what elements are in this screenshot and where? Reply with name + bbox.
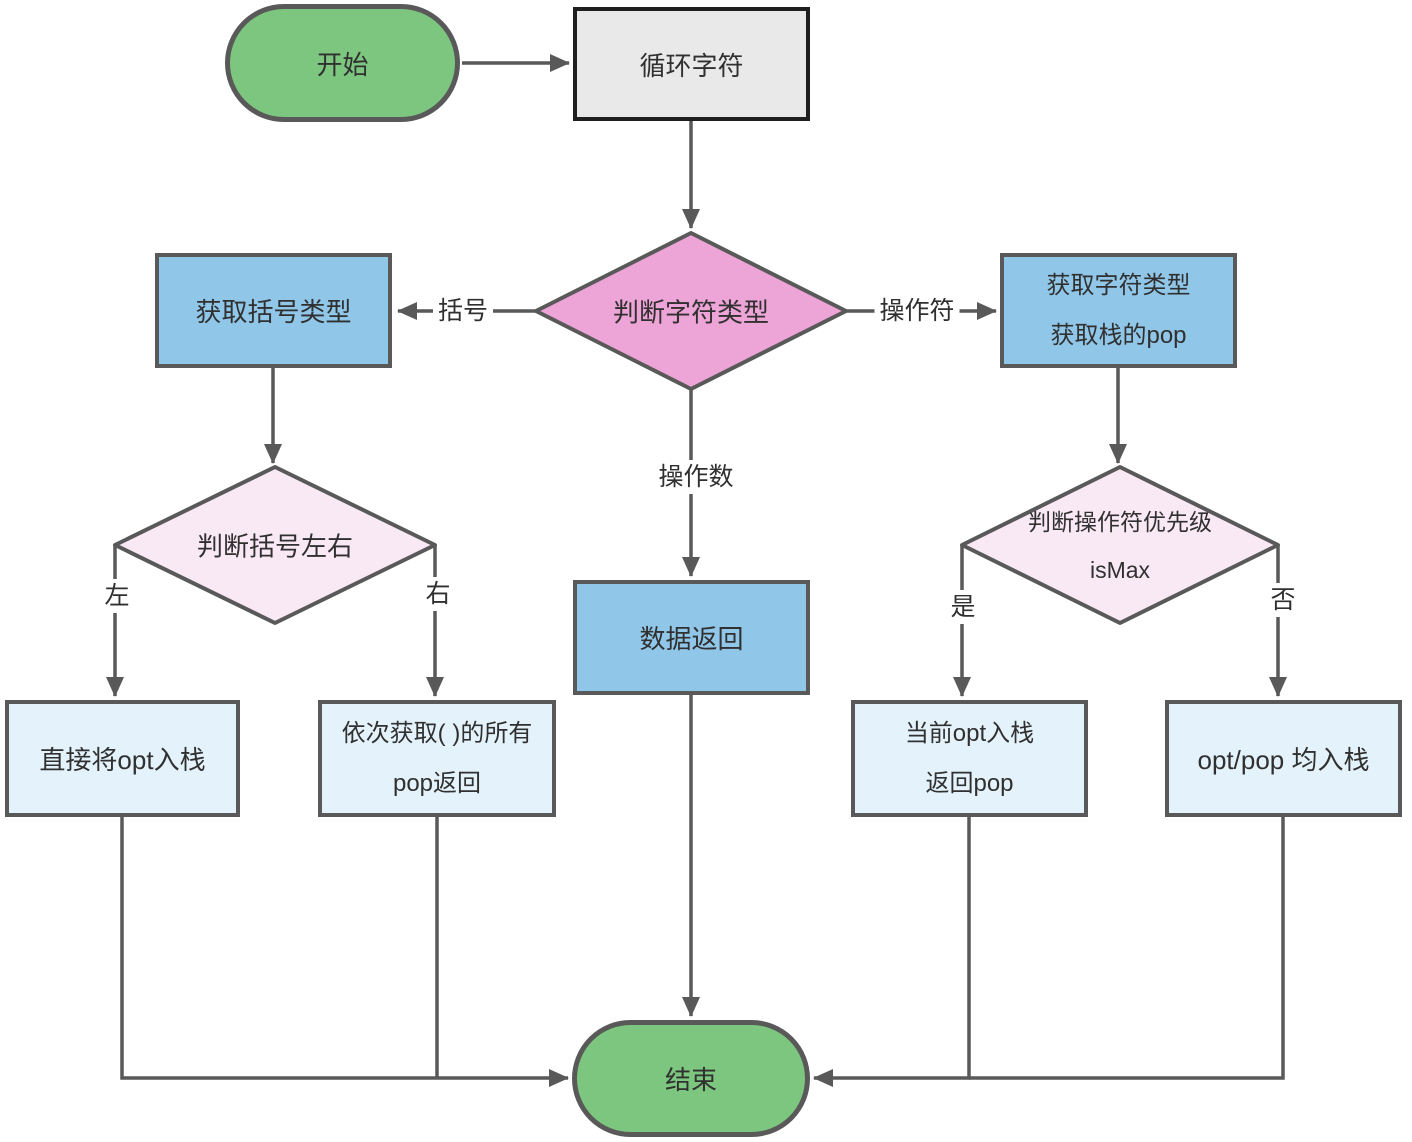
node-start-label: 开始 <box>316 49 369 80</box>
node-data-return: 数据返回 <box>573 580 810 695</box>
edge-optpop-merge <box>969 817 1285 1080</box>
decision-judge-operator-priority-line1: 判断操作符优先级 <box>1028 509 1212 535</box>
edge-curopt-end <box>813 817 971 1087</box>
node-get-char-type-line1: 获取字符类型 <box>1046 271 1191 299</box>
decision-judge-operator-priority-line2: isMax <box>1089 557 1151 583</box>
node-end-label: 结束 <box>664 1065 717 1095</box>
edge-label-operand: 操作数 <box>653 460 739 494</box>
edge-label-no: 否 <box>1265 583 1301 617</box>
node-get-paren-pops-line1: 依次获取( )的所有 <box>341 719 533 747</box>
edge-label-right: 右 <box>420 577 456 611</box>
decision-judge-operator-priority-label: 判断操作符优先级 isMax <box>1028 498 1212 594</box>
node-push-opt: 直接将opt入栈 <box>5 700 240 817</box>
edge-label-left: 左 <box>99 579 135 613</box>
node-end: 结束 <box>572 1020 810 1137</box>
decision-judge-operator-priority <box>960 465 1280 625</box>
node-get-char-type-line2: 获取栈的pop <box>1050 321 1187 349</box>
edge-pushopt-end <box>120 817 569 1087</box>
node-opt-pop-push-label: opt/pop 均入栈 <box>1197 745 1370 775</box>
node-get-paren-pops-line2: pop返回 <box>392 769 482 797</box>
decision-judge-char-type <box>534 231 848 391</box>
edge-label-yes: 是 <box>945 590 981 624</box>
node-get-bracket-type: 获取括号类型 <box>155 253 392 368</box>
node-loop-char: 循环字符 <box>573 7 810 121</box>
node-start: 开始 <box>225 4 460 122</box>
node-get-char-type: 获取字符类型 获取栈的pop <box>1000 253 1237 368</box>
decision-judge-bracket-side-label: 判断括号左右 <box>196 531 354 562</box>
node-cur-opt-push-line1: 当前opt入栈 <box>904 719 1035 747</box>
node-cur-opt-push-line2: 返回pop <box>925 769 1014 797</box>
node-loop-char-label: 循环字符 <box>639 50 744 81</box>
node-opt-pop-push: opt/pop 均入栈 <box>1165 700 1402 817</box>
node-cur-opt-push: 当前opt入栈 返回pop <box>851 700 1088 817</box>
decision-judge-bracket-side <box>113 465 437 625</box>
node-get-bracket-type-label: 获取括号类型 <box>195 297 352 327</box>
edge-label-bracket: 括号 <box>432 294 494 328</box>
node-data-return-label: 数据返回 <box>639 624 744 654</box>
node-push-opt-label: 直接将opt入栈 <box>39 745 206 775</box>
edge-label-operator: 操作符 <box>874 294 960 328</box>
node-get-paren-pops: 依次获取( )的所有 pop返回 <box>318 700 556 817</box>
decision-judge-char-type-label: 判断字符类型 <box>612 297 770 328</box>
